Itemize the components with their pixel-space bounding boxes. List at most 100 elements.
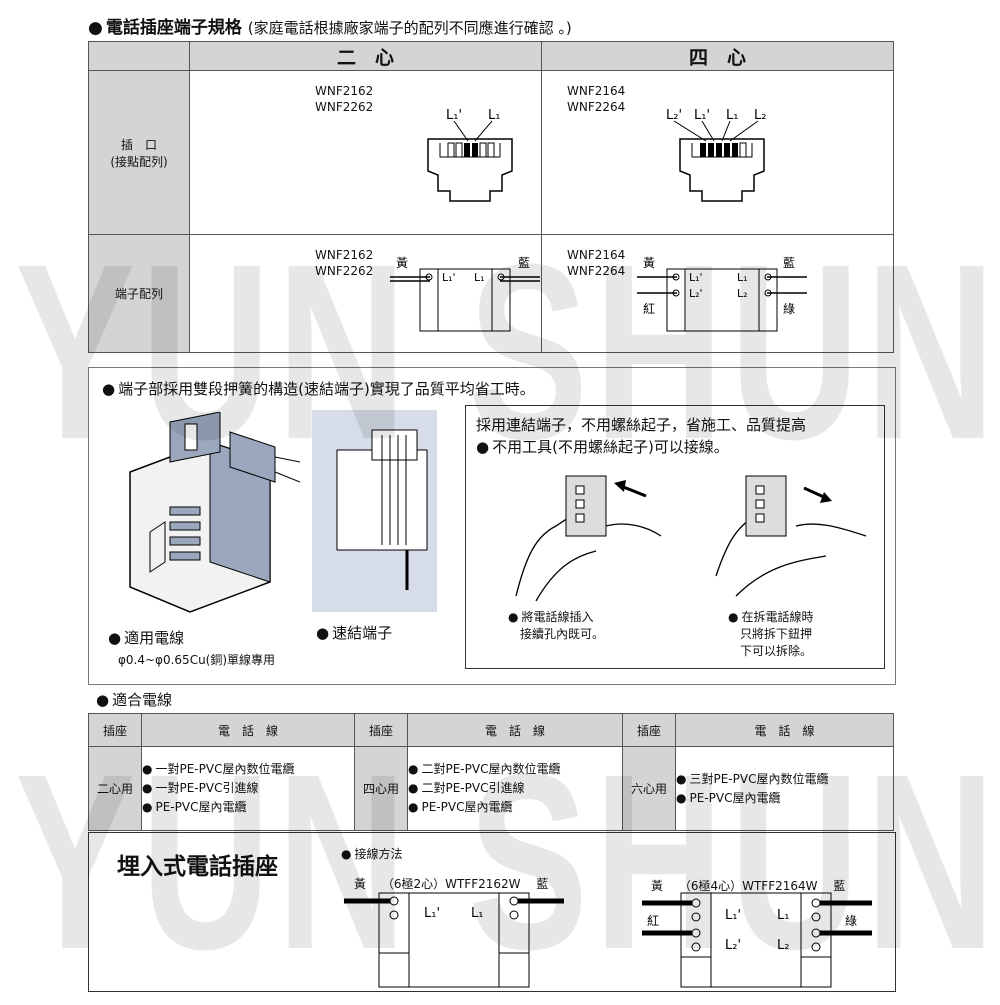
left-wiring-header: 黃 （6極2心）WTFF2162W 藍 [354,877,549,891]
model-code: WNF2264 [567,264,626,278]
wire-item: 二對PE-PVC屋內数位電纜 [421,762,561,776]
four-core-jack-diagram: L₂' L₁' L₁ L₂ [666,108,766,202]
flush-socket-title: 埋入式電話插座 [117,854,278,880]
model-code: WNF2262 [315,264,374,278]
two-core-jack-diagram: L₁' L₁ [427,108,513,202]
svg-text:L₁: L₁ [737,271,748,284]
svg-text:黃: 黃 [396,256,408,270]
svg-text:紅: 紅 [643,302,655,316]
svg-text:黃: 黃 [643,256,655,270]
socket-category: 四心用 [354,746,408,831]
model-code: WNF2262 [315,100,374,114]
svg-text:L₂: L₂ [737,287,748,300]
svg-text:藍: 藍 [518,256,530,270]
svg-text:紅: 紅 [647,914,659,928]
two-core-terminal-diagram: 黃 藍 L₁' L₁ [390,256,540,332]
svg-text:L₂': L₂' [689,287,703,300]
remove-caption: 在拆電話線時 只將拆下鈕押 下可以拆除。 [728,609,814,660]
svg-text:L₂': L₂' [725,938,741,953]
remove-hand-illustration [715,475,867,597]
header-wire: 電 話 線 [141,713,355,747]
four-core-jack-cell: WNF2164 WNF2264 L₂' L₁' L₁ L₂ [541,70,894,235]
wire-item: 一對PE-PVC引進線 [155,781,259,795]
header-wire: 電 話 線 [407,713,623,747]
svg-text:L₁': L₁' [725,908,741,923]
model-code: WNF2162 [315,84,374,98]
two-core-jack-cell: WNF2162 WNF2262 L₁' L₁ [189,70,542,235]
flush-socket-section: 埋入式電話插座 接線方法 黃 （6極2心）WTFF2162W 藍 L₁' L₁ … [88,832,896,992]
left-wiring-diagram: L₁' L₁ [344,892,564,988]
insert-caption: 將電話線插入 接續孔內既可。 [508,609,604,643]
quick-terminal-figure [312,410,437,612]
wire-item: PE-PVC屋內電纜 [155,800,247,814]
model-code: WNF2164 [567,248,626,262]
connection-box: 採用連結端子，不用螺絲起子，省施工、品質提高 不用工具(不用螺絲起子)可以接線。… [465,405,885,669]
svg-text:綠: 綠 [845,914,857,928]
quick-terminal-label: 速結端子 [332,624,393,642]
wire-list: 三對PE-PVC屋內数位電纜 PE-PVC屋內電纜 [675,746,894,831]
svg-text:L₁': L₁' [446,108,462,123]
col-four-core: 四 心 [541,41,894,71]
spec-title-row: 電話插座端子規格 (家庭電話根據廠家端子的配列不同應進行確認 。) [88,13,572,38]
model-code: WNF2164 [567,84,626,98]
spec-title: 電話插座端子規格 [105,18,242,38]
svg-text:L₁: L₁ [726,108,738,123]
svg-text:L₂: L₂ [777,938,789,953]
row-terminal-label: 端子配列 [88,234,190,353]
svg-text:L₁: L₁ [474,271,485,284]
wires-title-row: 適合電線 [96,689,172,710]
header-wire: 電 話 線 [675,713,894,747]
two-core-terminal-cell: WNF2162 WNF2262 黃 藍 L₁' L₁ [189,234,542,353]
wire-title: 適用電線 [124,629,185,647]
connection-box-line1: 採用連結端子，不用螺絲起子，省施工、品質提高 [476,416,807,434]
quick-terminal-label-row: 速結端子 [316,622,392,643]
svg-text:綠: 綠 [783,302,795,316]
right-wiring-header: 黃 （6極4心）WTFF2164W 藍 [651,879,846,893]
wiring-method: 接線方法 [354,847,403,861]
wire-item: 一對PE-PVC屋內数位電纜 [155,762,295,776]
quick-terminal-cross-section [336,429,428,590]
socket-category: 二心用 [88,746,142,831]
four-core-terminal-diagram: 黃 藍 紅 綠 L₁' L₂' L₁ L₂ [637,256,807,332]
wire-item: 三對PE-PVC屋內数位電纜 [689,771,829,786]
header-socket: 插座 [88,713,142,747]
right-wiring-diagram: 紅 綠 L₁' L₁ L₂' L₂ [642,892,872,988]
svg-text:L₁': L₁' [424,906,440,921]
wire-list: 一對PE-PVC屋內数位電纜 一對PE-PVC引進線 PE-PVC屋內電纜 [141,746,355,831]
right-model: （6極4心）WTFF2164W [678,879,818,893]
header-socket: 插座 [622,713,676,747]
wire-list: 二對PE-PVC屋內数位電纜 二對PE-PVC引進線 PE-PVC屋內電纜 [407,746,623,831]
wire-table: 插座 電 話 線 插座 電 話 線 插座 電 話 線 二心用 一對PE-PVC屋… [88,713,894,831]
wire-item: PE-PVC屋內電纜 [421,800,513,814]
terminal-title-row: 端子部採用雙段押簧的構造(速結端子)實現了品質平均省工時。 [102,378,535,399]
model-code: WNF2162 [315,248,374,262]
wire-item: PE-PVC屋內電纜 [689,790,781,805]
svg-text:L₁': L₁' [694,108,710,123]
svg-text:L₁: L₁ [777,908,789,923]
svg-text:藍: 藍 [783,256,795,270]
header-socket: 插座 [354,713,408,747]
col-two-core: 二 心 [189,41,542,71]
svg-text:L₂: L₂ [754,108,766,123]
wire-spec: φ0.4~φ0.65Cu(銅)單線專用 [118,653,276,667]
wire-title-row: 適用電線 [108,627,184,648]
socket-category: 六心用 [622,746,676,831]
svg-text:L₁': L₁' [442,271,456,284]
terminal-section [88,367,896,685]
svg-text:L₂': L₂' [666,108,682,123]
connection-box-line2: 不用工具(不用螺絲起子)可以接線。 [492,438,729,456]
svg-text:L₁': L₁' [689,271,703,284]
insert-hand-illustration [515,475,662,602]
model-code: WNF2264 [567,100,626,114]
svg-text:L₁: L₁ [488,108,500,123]
wire-item: 二對PE-PVC引進線 [421,781,525,795]
spec-table: 二 心 四 心 插 口 (接點配列) WNF2162 WNF2262 L₁' L… [88,41,894,353]
wiring-method-row: 接線方法 [341,845,403,862]
socket-module-illustration [129,412,300,613]
spec-note: (家庭電話根據廠家端子的配列不同應進行確認 。) [247,19,572,37]
wires-title: 適合電線 [112,691,173,709]
terminal-title: 端子部採用雙段押簧的構造(速結端子)實現了品質平均省工時。 [118,380,535,398]
svg-text:L₁: L₁ [471,906,483,921]
four-core-terminal-cell: WNF2164 WNF2264 黃 藍 紅 綠 L₁' L₂' [541,234,894,353]
left-model: （6極2心）WTFF2162W [381,877,521,891]
